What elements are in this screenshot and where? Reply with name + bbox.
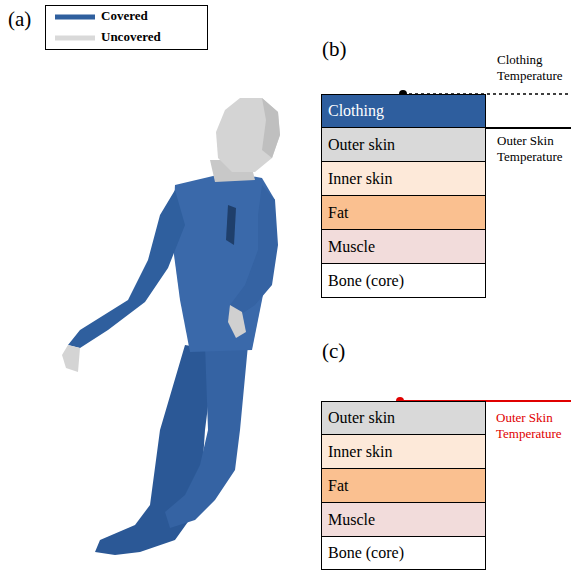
panel-label: (b) xyxy=(322,36,362,62)
tissue-layer: Fat xyxy=(321,196,486,230)
tissue-layer: Inner skin xyxy=(321,162,486,196)
panel-label: (a) xyxy=(8,6,48,32)
human-figure xyxy=(62,98,280,555)
legend-text: Covered xyxy=(101,8,148,24)
tissue-layer: Muscle xyxy=(321,503,486,537)
layer-name: Fat xyxy=(328,204,348,222)
tissue-layer: Inner skin xyxy=(321,435,486,469)
legend-swatch xyxy=(55,36,95,41)
layer-name: Outer skin xyxy=(328,136,395,154)
tissue-layer: Fat xyxy=(321,469,486,503)
legend-text: Uncovered xyxy=(101,29,161,45)
temperature-label: Outer Skin Temperature xyxy=(496,410,569,443)
legend-frame xyxy=(46,6,208,50)
tissue-layer: Clothing xyxy=(321,94,486,128)
panel-label: (c) xyxy=(322,338,362,364)
layer-name: Muscle xyxy=(328,238,375,256)
layer-name: Bone (core) xyxy=(328,544,404,562)
temperature-label: Outer Skin Temperature xyxy=(497,133,569,166)
tissue-layer: Outer skin xyxy=(321,401,486,435)
layer-name: Fat xyxy=(328,477,348,495)
tissue-layer: Bone (core) xyxy=(321,537,486,570)
legend-swatch xyxy=(55,15,95,20)
layer-name: Muscle xyxy=(328,511,375,529)
layer-name: Bone (core) xyxy=(328,272,404,290)
layer-name: Inner skin xyxy=(328,170,392,188)
layer-name: Clothing xyxy=(328,102,384,120)
tissue-layer: Bone (core) xyxy=(321,264,486,298)
layer-name: Inner skin xyxy=(328,443,392,461)
layer-name: Outer skin xyxy=(328,409,395,427)
temperature-label: Clothing Temperature xyxy=(497,52,569,85)
tissue-layer: Muscle xyxy=(321,230,486,264)
tissue-layer: Outer skin xyxy=(321,128,486,162)
